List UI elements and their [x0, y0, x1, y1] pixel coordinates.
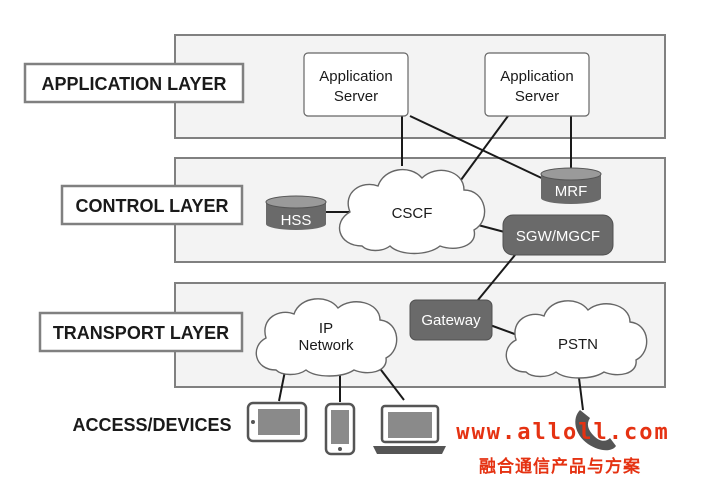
hss-database: HSS — [265, 195, 327, 230]
pstn-cloud: PSTN — [505, 300, 648, 379]
sgw-mgcf-label: SGW/MGCF — [516, 228, 600, 245]
sgw-mgcf-node: SGW/MGCF — [502, 214, 614, 256]
control-layer-label: CONTROL LAYER — [60, 184, 244, 226]
control-layer-label-text: CONTROL LAYER — [75, 196, 228, 216]
access-devices-label: ACCESS/DEVICES — [72, 415, 231, 435]
ip-network-label-line2: Network — [298, 337, 354, 354]
application-server-2-line2: Server — [515, 88, 559, 105]
conn-ip-laptop — [377, 365, 405, 401]
application-layer-band — [174, 34, 666, 139]
watermark: www.alloll.com 融合通信产品与方案 — [456, 420, 669, 477]
application-server-1-line1: Application — [319, 68, 392, 85]
connections — [278, 115, 584, 411]
mrf-label: MRF — [555, 183, 588, 200]
mrf-database: MRF — [540, 167, 602, 204]
gateway-label: Gateway — [421, 312, 481, 329]
watermark-caption: 融合通信产品与方案 — [479, 456, 641, 477]
conn-sgw-gateway — [477, 254, 516, 301]
watermark-url: www.alloll.com — [456, 420, 669, 445]
conn-app1-mrf — [409, 115, 551, 183]
application-server-2-line1: Application — [500, 68, 573, 85]
telephone-handset-icon — [575, 410, 616, 451]
application-server-2: Application Server — [484, 52, 590, 117]
transport-layer-label-text: TRANSPORT LAYER — [53, 323, 229, 343]
ip-network-label-line1: IP — [319, 320, 333, 337]
application-layer-label-text: APPLICATION LAYER — [41, 74, 226, 94]
application-server-1-line2: Server — [334, 88, 378, 105]
laptop-icon — [373, 404, 446, 454]
gateway-node: Gateway — [409, 299, 493, 341]
ip-network-cloud: IP Network — [255, 298, 398, 377]
pstn-label: PSTN — [558, 336, 598, 353]
application-layer-label: APPLICATION LAYER — [23, 62, 245, 104]
conn-app2-cscf — [457, 115, 509, 185]
smartphone-icon — [324, 402, 356, 456]
tablet-icon — [246, 401, 308, 443]
hss-label: HSS — [281, 212, 312, 229]
application-server-1: Application Server — [303, 52, 409, 117]
transport-layer-label: TRANSPORT LAYER — [38, 311, 244, 353]
cscf-cloud: CSCF — [338, 168, 486, 255]
cscf-label: CSCF — [392, 205, 433, 222]
